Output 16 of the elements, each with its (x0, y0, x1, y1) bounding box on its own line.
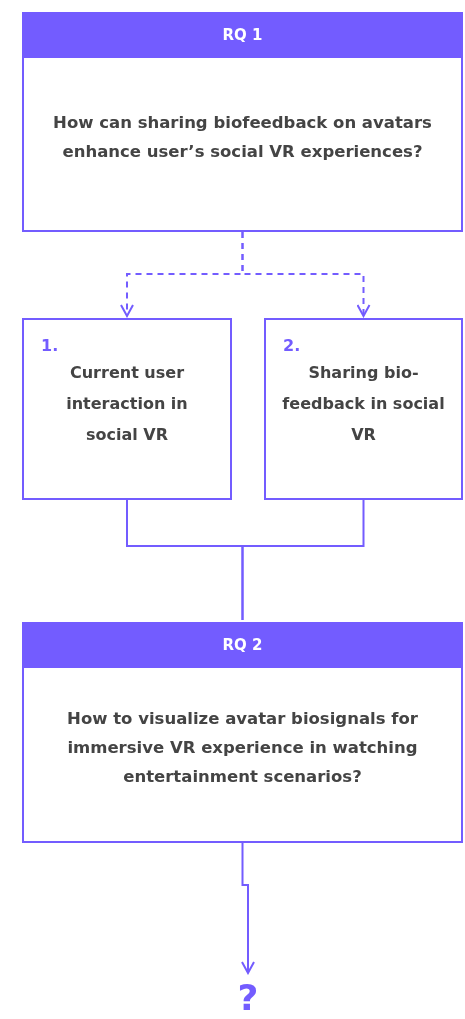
question-box (22, 12, 463, 232)
step-text: Sharing bio- feedback in social VR (281, 362, 446, 447)
step-text: Current user interaction in social VR (65, 362, 189, 447)
box-header: RQ 1 (22, 12, 463, 58)
arrow (241, 842, 255, 974)
question-mark: ? (218, 975, 278, 1019)
arrow (241, 231, 371, 317)
connector-line (241, 499, 365, 621)
question-text: How can sharing biofeedback on avatars enhance user’s social VR experiences? (52, 112, 433, 163)
process-box (22, 318, 232, 500)
question-text: How to visualize avatar biosignals for immersive VR experience in watching entertainment scenarios? (66, 708, 419, 788)
step-number: 2. (283, 336, 302, 355)
question-box (22, 622, 463, 843)
step-number: 1. (41, 336, 60, 355)
box-header: RQ 2 (22, 622, 463, 668)
process-box (264, 318, 463, 500)
